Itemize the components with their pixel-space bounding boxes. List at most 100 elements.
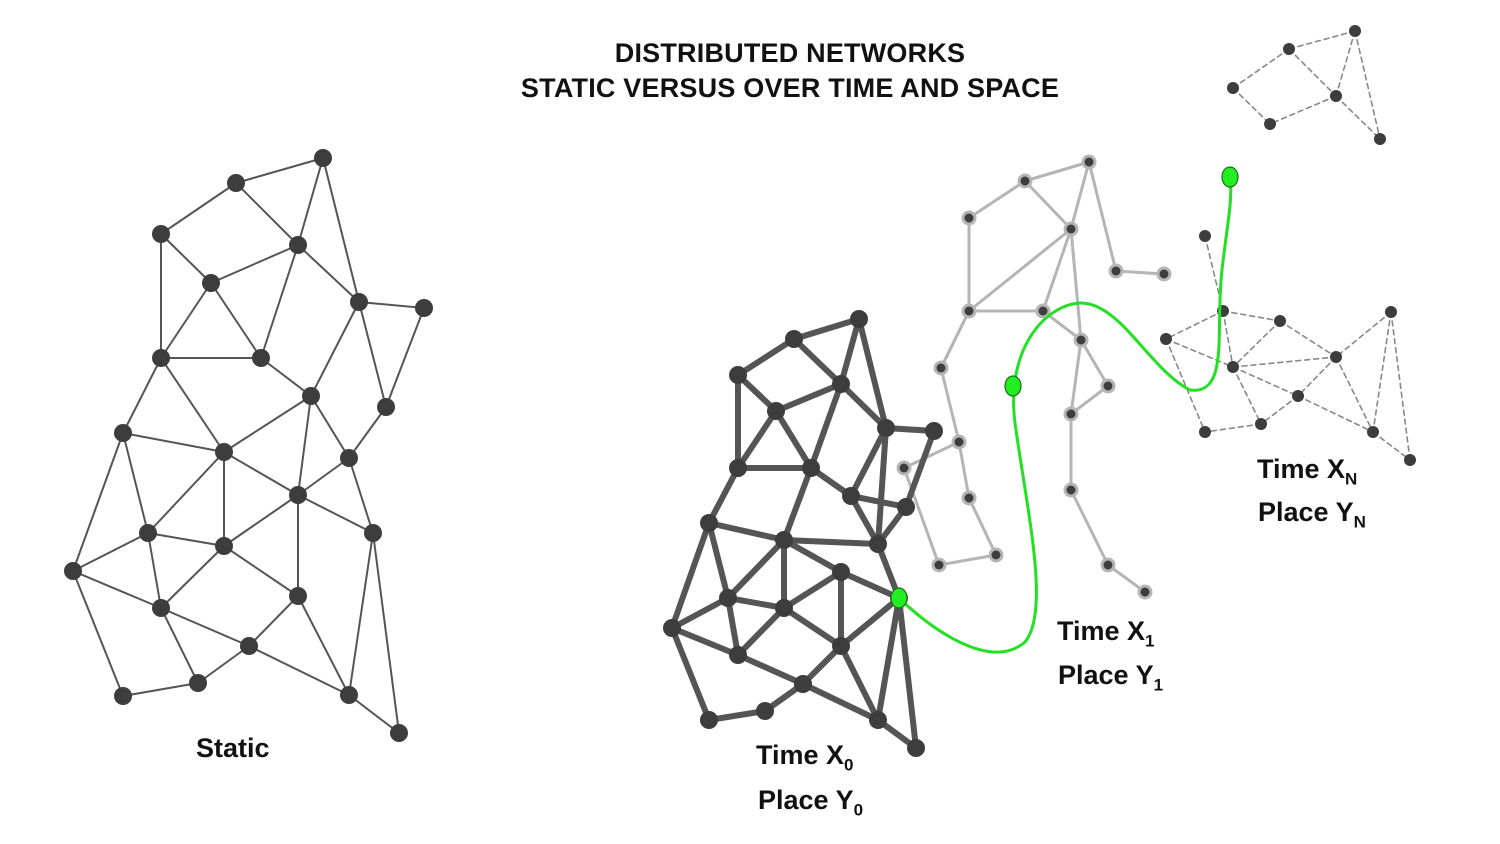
static-edge	[160, 182, 237, 235]
time0-node	[729, 366, 747, 384]
time0-edge	[735, 336, 797, 378]
label-time-1: Time X1	[1057, 616, 1155, 651]
time0-edge	[706, 520, 787, 543]
time0-edge	[706, 465, 741, 526]
static-edge	[147, 532, 162, 609]
static-node	[64, 562, 82, 580]
timen-edge	[1335, 95, 1381, 140]
time1-edge	[967, 496, 998, 557]
static-edge	[210, 282, 262, 359]
timen-node	[1385, 306, 1397, 318]
static-node	[340, 449, 358, 467]
timen-node	[1404, 454, 1416, 466]
time1-node	[988, 547, 1004, 563]
static-edge	[310, 301, 360, 397]
time0-edge	[838, 595, 902, 649]
time1-node	[951, 434, 967, 450]
green-path	[890, 166, 1239, 654]
timen-edge	[1335, 311, 1392, 358]
time0-node	[756, 702, 774, 720]
timen-node	[1330, 351, 1342, 363]
static-node	[302, 387, 320, 405]
time0-node	[842, 487, 860, 505]
network-static	[64, 149, 433, 742]
static-edge	[322, 157, 360, 303]
time1-node	[1137, 584, 1153, 600]
time1-node	[1017, 173, 1033, 189]
static-node	[289, 236, 307, 254]
time1-node	[1035, 303, 1051, 319]
time1-edge	[1069, 488, 1110, 567]
time1-edge	[1087, 160, 1118, 273]
static-edge	[235, 157, 324, 184]
time0-edge	[781, 605, 844, 649]
time0-node	[869, 711, 887, 729]
time0-edge	[773, 381, 844, 414]
static-node	[152, 349, 170, 367]
static-edge	[72, 570, 124, 697]
time1-edge	[1023, 160, 1091, 183]
static-edge	[223, 494, 299, 547]
time1-edge	[1041, 227, 1073, 313]
time1-node	[1063, 221, 1079, 237]
timen-edge	[1232, 87, 1271, 125]
timen-edge	[1204, 423, 1262, 433]
static-node	[252, 349, 270, 367]
time0-node	[700, 711, 718, 729]
timen-edge	[1288, 30, 1356, 50]
static-node	[240, 637, 258, 655]
static-edge	[297, 595, 350, 696]
timen-node	[1227, 82, 1239, 94]
label-time-n: Time XN	[1257, 454, 1358, 489]
time0-edge	[706, 708, 768, 723]
time0-edge	[725, 537, 787, 601]
time1-edge	[1069, 338, 1083, 416]
time0-edge	[791, 336, 844, 387]
time0-node	[832, 563, 850, 581]
time0-edge	[669, 625, 741, 658]
time0-node	[802, 459, 820, 477]
network-time-0	[663, 310, 943, 757]
time0-edge	[875, 595, 902, 723]
time1-node	[961, 490, 977, 506]
time0-edge	[848, 425, 889, 499]
timen-edge	[1297, 395, 1374, 433]
timen-node	[1199, 230, 1211, 242]
static-node	[227, 174, 245, 192]
timen-node	[1199, 426, 1211, 438]
label-place-0: Place Y0	[758, 785, 864, 820]
time1-node	[1063, 406, 1079, 422]
label-static: Static	[196, 733, 270, 763]
timen-node	[1255, 418, 1267, 430]
static-edge	[385, 307, 425, 408]
static-edge	[348, 406, 387, 459]
time0-node	[729, 646, 747, 664]
time1-node	[1063, 482, 1079, 498]
static-edge	[248, 645, 350, 696]
time0-node	[877, 419, 895, 437]
static-edge	[223, 545, 299, 597]
time0-edge	[896, 595, 919, 751]
time0-edge	[903, 428, 937, 510]
static-edge	[223, 395, 312, 453]
static-node	[340, 686, 358, 704]
diagram-title-line-1: DISTRIBUTED NETWORKS	[614, 38, 966, 68]
static-edge	[160, 233, 212, 284]
time1-edge	[902, 440, 961, 470]
time0-edge	[838, 569, 902, 601]
time0-edge	[773, 408, 814, 471]
network-time-n	[1160, 25, 1416, 466]
static-edge	[122, 432, 225, 453]
time0-node	[897, 498, 915, 516]
time1-edge	[939, 366, 961, 444]
time0-edge	[725, 595, 787, 611]
static-edge	[160, 607, 250, 647]
static-node	[415, 299, 433, 317]
timen-node	[1160, 333, 1172, 345]
time1-edge	[967, 227, 1073, 313]
label-place-n: Place YN	[1258, 497, 1366, 532]
time1-edge	[1079, 338, 1110, 388]
green-path-node	[890, 587, 908, 609]
time0-node	[832, 637, 850, 655]
